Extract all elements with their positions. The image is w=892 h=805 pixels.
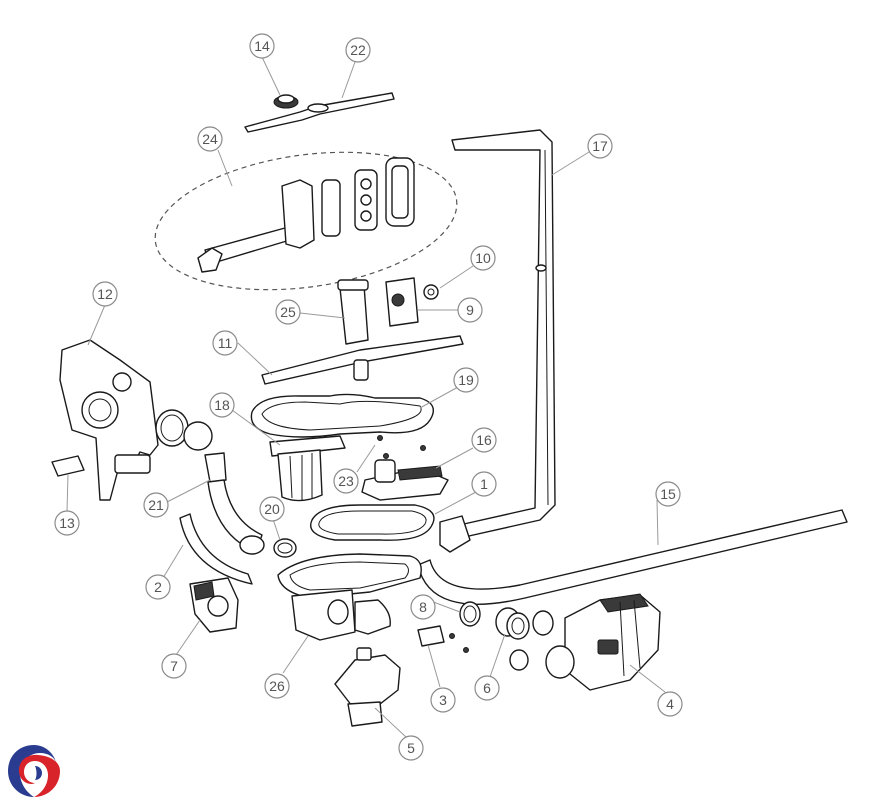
callout-24: 24: [197, 126, 223, 152]
callout-19: 19: [453, 367, 479, 393]
group-outline-24: [154, 151, 458, 291]
callout-label: 23: [338, 473, 354, 489]
callout-4: 4: [657, 691, 683, 717]
callout-15: 15: [655, 481, 681, 507]
callout-label: 21: [148, 497, 164, 513]
spray-pipe-connector: [337, 279, 369, 345]
circulation-pump: [545, 593, 661, 691]
diverter-valve: [361, 459, 449, 501]
callout-1: 1: [471, 471, 497, 497]
callout-label: 16: [476, 432, 492, 448]
callout-5: 5: [398, 735, 424, 761]
inlet-hose: [204, 452, 265, 555]
filter-seal: [155, 409, 213, 451]
sump-gasket: [250, 393, 434, 438]
callout-23: 23: [333, 468, 359, 494]
callout-20: 20: [259, 496, 285, 522]
callout-label: 14: [254, 38, 270, 54]
callout-26: 26: [264, 673, 290, 699]
callout-label: 26: [269, 678, 285, 694]
callout-label: 4: [666, 696, 674, 712]
side-panel: [59, 339, 159, 501]
callout-label: 20: [264, 501, 280, 517]
callout-3: 3: [430, 687, 456, 713]
brand-logo-icon: [8, 745, 60, 797]
callout-label: 22: [350, 42, 366, 58]
upper-spray-pipe: [197, 157, 415, 273]
callout-label: 11: [218, 335, 233, 351]
spray-arm-nut: [273, 94, 299, 109]
upper-spray-arm: [244, 92, 395, 133]
callout-label: 7: [170, 658, 178, 674]
callout-label: 17: [592, 138, 608, 154]
leader-lines: [66, 56, 666, 739]
callout-label: 10: [475, 250, 491, 266]
callout-18: 18: [209, 392, 235, 418]
filter-assembly: [269, 435, 346, 502]
callout-21: 21: [143, 492, 169, 518]
heater-valve: [334, 647, 401, 727]
bracket-nut: [423, 284, 439, 300]
callout-11: 11: [212, 330, 238, 356]
sump-housing: [277, 553, 422, 641]
sump-seal: [310, 504, 435, 541]
hose-clamp: [273, 538, 297, 558]
callout-label: 1: [480, 476, 488, 492]
callout-13: 13: [54, 510, 80, 536]
o-rings: [459, 601, 554, 671]
callout-2: 2: [145, 574, 171, 600]
callout-17: 17: [587, 133, 613, 159]
callout-label: 15: [660, 486, 676, 502]
mounting-bracket: [385, 277, 419, 327]
callout-label: 5: [407, 740, 415, 756]
callout-6: 6: [474, 675, 500, 701]
logo-blue-swirl: [8, 745, 56, 797]
callout-label: 9: [466, 302, 474, 318]
drain-pump: [189, 577, 239, 633]
callout-label: 2: [154, 579, 162, 595]
callout-25: 25: [275, 299, 301, 325]
callout-label: 13: [59, 515, 75, 531]
callout-8: 8: [410, 594, 436, 620]
logo-red-swirl: [18, 754, 60, 797]
drain-hose: [417, 509, 848, 605]
callout-label: 25: [280, 304, 296, 320]
lower-spray-arm: [261, 335, 464, 385]
pipe-coupler: [495, 607, 530, 640]
callout-label: 6: [483, 680, 491, 696]
callout-9: 9: [457, 297, 483, 323]
water-supply-pipe: [439, 129, 556, 553]
logo-blue-inner: [35, 766, 42, 780]
callout-10: 10: [470, 245, 496, 271]
callout-label: 8: [419, 599, 427, 615]
callout-label: 18: [214, 397, 230, 413]
callout-7: 7: [161, 653, 187, 679]
drain-hose-small: [179, 513, 253, 585]
panel-clip: [51, 455, 85, 477]
callout-22: 22: [345, 37, 371, 63]
callout-14: 14: [249, 33, 275, 59]
screws: [377, 435, 426, 459]
callout-label: 3: [439, 692, 447, 708]
callout-label: 12: [97, 286, 113, 302]
callout-12: 12: [92, 281, 118, 307]
callout-16: 16: [471, 427, 497, 453]
temperature-sensor: [417, 625, 469, 653]
callout-label: 24: [202, 131, 218, 147]
callout-label: 19: [458, 372, 474, 388]
